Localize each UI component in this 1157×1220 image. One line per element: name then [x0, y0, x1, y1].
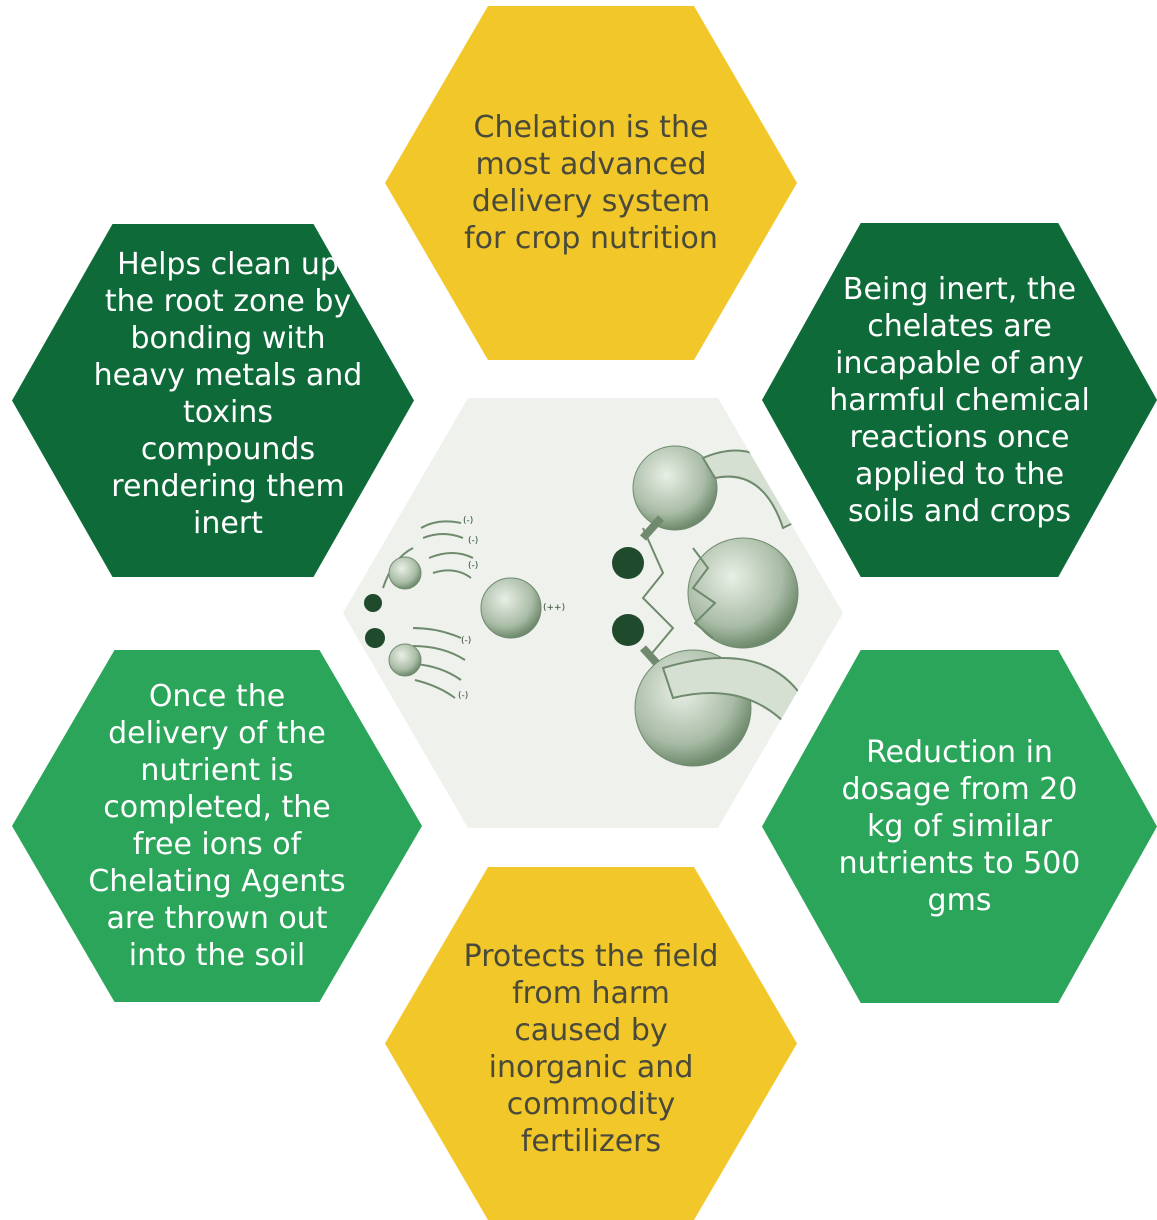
hexagon-bottom-right-text: Reduction in dosage from 20 kg of simila… — [838, 735, 1081, 918]
hexagon-bottom-left: Once the delivery of the nutrient is com… — [12, 650, 422, 1002]
hexagon-top-left: Helps clean up the root zone by bonding … — [12, 224, 414, 577]
chelate-molecule-illustration-icon: (-) (-) (-) (-) (-) (++) — [364, 445, 805, 767]
hexagon-top-right-text: Being inert, the chelates are incapable … — [829, 271, 1090, 529]
hexagon-top-left-text: Helps clean up the root zone by bonding … — [93, 246, 363, 541]
label-plus: (++) — [543, 603, 565, 613]
hexagon-bottom-left-text: Once the delivery of the nutrient is com… — [88, 679, 346, 973]
hexagon-center-image: (-) (-) (-) (-) (-) (++) — [343, 398, 843, 828]
label-minus-5: (-) — [458, 691, 468, 701]
label-minus-1: (-) — [463, 516, 473, 526]
hexagon-bottom: Protects the field from harm caused by i… — [385, 867, 797, 1220]
label-minus-2: (-) — [468, 536, 478, 546]
hexagon-bottom-text: Protects the field from harm caused by i… — [463, 938, 719, 1159]
hexagon-top: Chelation is the most advanced delivery … — [385, 6, 797, 360]
hexagon-top-text: Chelation is the most advanced delivery … — [464, 110, 718, 256]
hexagon-bottom-right: Reduction in dosage from 20 kg of simila… — [762, 650, 1157, 1003]
label-minus-3: (-) — [468, 561, 478, 571]
hexagon-top-right: Being inert, the chelates are incapable … — [762, 223, 1157, 577]
label-minus-4: (-) — [461, 636, 471, 646]
